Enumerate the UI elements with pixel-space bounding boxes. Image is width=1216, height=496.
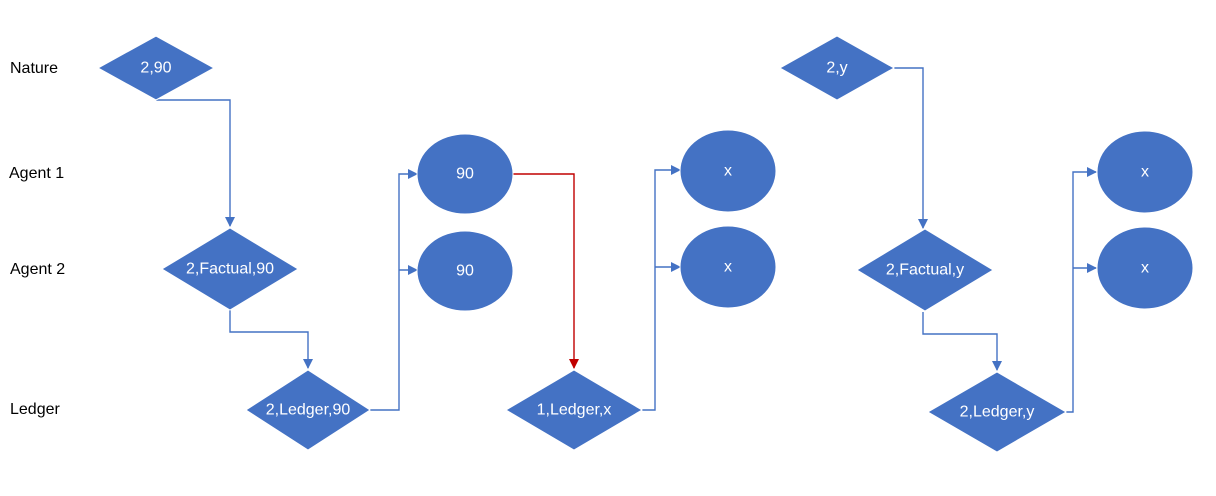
svg-text:2,Ledger,y: 2,Ledger,y bbox=[960, 404, 1035, 421]
svg-text:x: x bbox=[1141, 164, 1149, 181]
row-label-agent-2: Agent 2 bbox=[10, 261, 66, 278]
edge-nature-to-factual-90 bbox=[156, 99, 235, 227]
edge-ledger-90-to-agent1-90 bbox=[370, 169, 418, 411]
node-ledger-x: 1,Ledger,x bbox=[505, 369, 643, 451]
node-ledger-y: 2,Ledger,y bbox=[927, 371, 1067, 453]
svg-text:2,Factual,y: 2,Factual,y bbox=[886, 262, 964, 279]
svg-text:x: x bbox=[1141, 260, 1149, 277]
svg-text:2,90: 2,90 bbox=[140, 60, 171, 77]
edge-ledger-x-to-agent1-x bbox=[642, 165, 681, 411]
svg-text:90: 90 bbox=[456, 166, 474, 183]
edge-agent1-90-to-ledger-x bbox=[513, 173, 579, 369]
edge-factual-y-to-ledger-y bbox=[922, 312, 1002, 371]
node-agent1-x: x bbox=[679, 129, 777, 213]
svg-text:1,Ledger,x: 1,Ledger,x bbox=[537, 402, 612, 419]
node-agent1-x-right: x bbox=[1096, 130, 1194, 214]
edge-factual-90-to-ledger-90 bbox=[229, 310, 313, 369]
row-label-ledger: Ledger bbox=[10, 401, 60, 418]
svg-text:2,y: 2,y bbox=[826, 60, 847, 77]
edge-ledger-y-to-agent1-x bbox=[1066, 167, 1097, 413]
node-agent2-90: 90 bbox=[416, 230, 514, 312]
node-agent2-x-right: x bbox=[1096, 226, 1194, 310]
node-factual-90: 2,Factual,90 bbox=[161, 227, 299, 311]
edge-nature-y-to-factual-y bbox=[894, 67, 928, 229]
node-nature-2-90: 2,90 bbox=[96, 35, 216, 101]
node-nature-2-y: 2,y bbox=[778, 35, 896, 101]
node-agent1-90: 90 bbox=[416, 133, 514, 215]
row-label-nature: Nature bbox=[10, 60, 59, 77]
node-factual-y: 2,Factual,y bbox=[856, 228, 994, 312]
svg-text:2,Factual,90: 2,Factual,90 bbox=[186, 261, 274, 278]
svg-text:x: x bbox=[724, 259, 732, 276]
node-ledger-90: 2,Ledger,90 bbox=[245, 369, 371, 451]
svg-text:90: 90 bbox=[456, 263, 474, 280]
svg-text:x: x bbox=[724, 163, 732, 180]
svg-text:2,Ledger,90: 2,Ledger,90 bbox=[266, 402, 351, 419]
row-label-agent-1: Agent 1 bbox=[9, 165, 65, 182]
node-agent2-x: x bbox=[679, 225, 777, 309]
